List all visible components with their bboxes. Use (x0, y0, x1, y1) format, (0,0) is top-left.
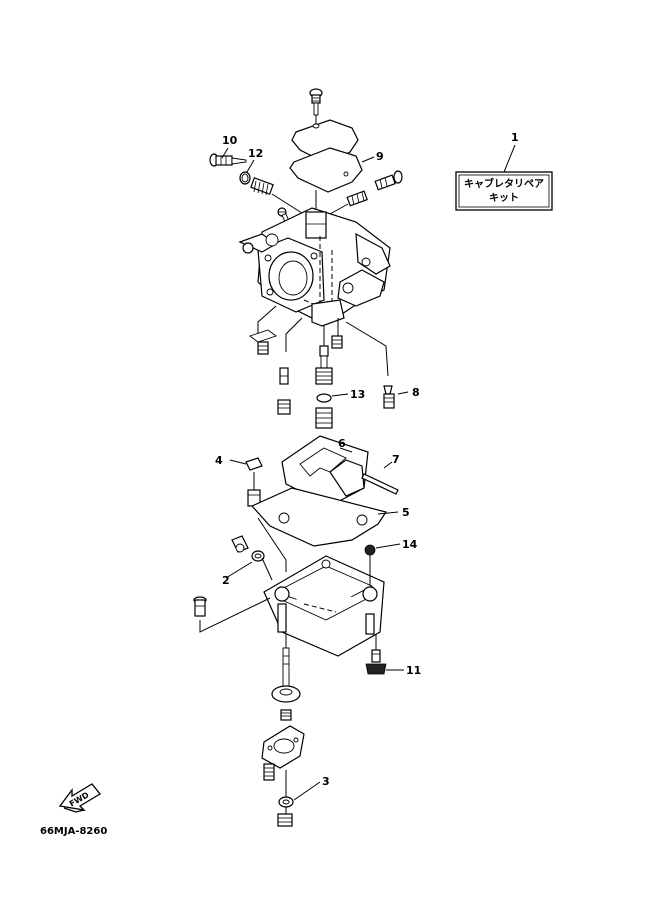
callout-12: 12 (248, 147, 263, 160)
pilot-screw-10 (209, 153, 247, 167)
top-cover-screw (309, 88, 323, 116)
gasket-3 (278, 796, 294, 808)
float-chamber (263, 555, 385, 657)
needle-valve (383, 385, 395, 409)
callout-numbers: 1 2 3 4 5 6 7 8 9 10 11 12 13 14 (215, 131, 519, 788)
fwd-arrow: FWD (58, 783, 101, 813)
throttle-stop-spring (346, 190, 368, 207)
o-ring-13 (316, 393, 332, 403)
float-pin (361, 473, 399, 495)
callout-3: 3 (322, 775, 330, 788)
bottom-cover (261, 725, 305, 769)
drain-bolt-11 (365, 649, 387, 675)
kit-label-line2: キット (489, 192, 519, 204)
callout-9: 9 (376, 150, 384, 163)
gasket-guide (257, 517, 287, 572)
drain-screw-3 (277, 813, 293, 827)
small-spring (280, 709, 292, 721)
plug-14 (364, 544, 376, 586)
diaphragm-plate (271, 685, 301, 703)
carburetor-body (238, 207, 391, 327)
float-chamber-gasket (251, 487, 387, 547)
top-cover-gasket (289, 147, 363, 193)
throttle-stop-screw (374, 170, 403, 191)
pilot-jet (277, 367, 291, 415)
long-screw (282, 647, 290, 687)
kit-label-line1: キャブレタリペア (464, 177, 544, 190)
left-bolt (193, 596, 207, 617)
callout-10: 10 (222, 134, 238, 147)
elbow-fitting (231, 535, 249, 553)
callout-leaders (221, 144, 516, 801)
callout-11: 11 (406, 664, 421, 677)
main-jet (315, 407, 333, 429)
callout-7: 7 (392, 453, 400, 466)
callout-2: 2 (222, 574, 230, 587)
left-bolt-guide (199, 597, 271, 633)
body-bottom-guides (257, 305, 389, 377)
callout-14: 14 (402, 538, 418, 551)
main-nozzle (315, 345, 333, 385)
callout-4: 4 (215, 454, 223, 467)
right-plug (331, 335, 343, 349)
repair-kit-box: キャブレタリペア キット (455, 171, 553, 211)
bottom-screw (263, 763, 275, 781)
callout-13: 13 (350, 388, 365, 401)
stop-screw-guide (329, 203, 349, 215)
float (281, 435, 369, 507)
needle-4 (245, 457, 263, 507)
callout-6: 6 (338, 437, 346, 450)
washer-guide (261, 557, 273, 581)
callout-8: 8 (412, 386, 420, 399)
callout-5: 5 (402, 506, 410, 519)
drawing-code: 66MJA-8260 (40, 826, 107, 837)
pilot-screw-spring (250, 177, 274, 196)
callout-1: 1 (511, 131, 519, 144)
drain-fitting (249, 329, 277, 355)
